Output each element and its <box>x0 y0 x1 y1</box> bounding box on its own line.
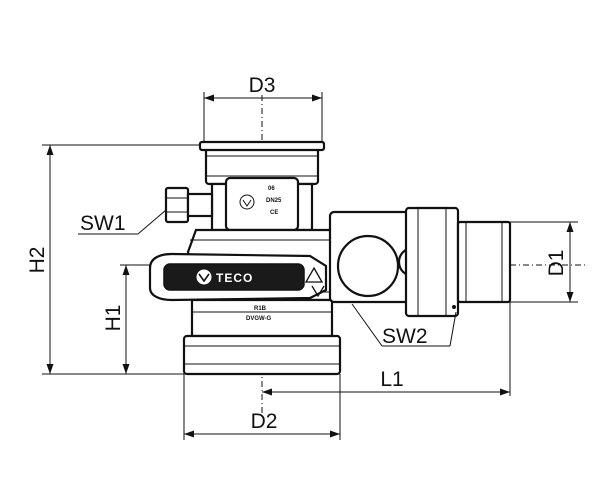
dim-h1: H1 <box>102 264 150 374</box>
dim-h2: H2 <box>26 144 200 375</box>
label-l1: L1 <box>380 368 403 391</box>
dim-l1: L1 <box>262 302 511 396</box>
warning-triangle-icon <box>304 266 325 298</box>
marking-ce: CE <box>270 210 278 216</box>
label-d2: D2 <box>251 410 278 433</box>
body-markings: 06 DN25 CE TECO R1B DVGW-G <box>216 186 282 322</box>
bottom-union <box>182 298 342 376</box>
marking-pressure: 06 <box>268 186 275 192</box>
lever-handle <box>148 252 328 302</box>
marking-nominal: DN25 <box>266 198 282 204</box>
dim-sw2: SW2 <box>351 303 457 348</box>
label-sw2: SW2 <box>382 325 428 348</box>
marking-thread: R1B <box>254 306 267 312</box>
dim-d2: D2 <box>183 374 341 440</box>
right-outlet <box>328 206 512 318</box>
label-sw1: SW1 <box>80 212 126 235</box>
label-d1: D1 <box>545 250 568 277</box>
label-h2: H2 <box>26 247 49 274</box>
label-h1: H1 <box>102 305 125 332</box>
sw1-hex-plug <box>164 186 214 224</box>
marking-approval: DVGW-G <box>246 316 272 322</box>
dim-d3: D3 <box>203 74 323 142</box>
brand-logo-text: TECO <box>216 271 253 285</box>
label-d3: D3 <box>249 74 276 97</box>
dim-sw1: SW1 <box>78 209 167 235</box>
top-union-nut <box>198 140 326 186</box>
dim-d1: D1 <box>510 221 578 303</box>
